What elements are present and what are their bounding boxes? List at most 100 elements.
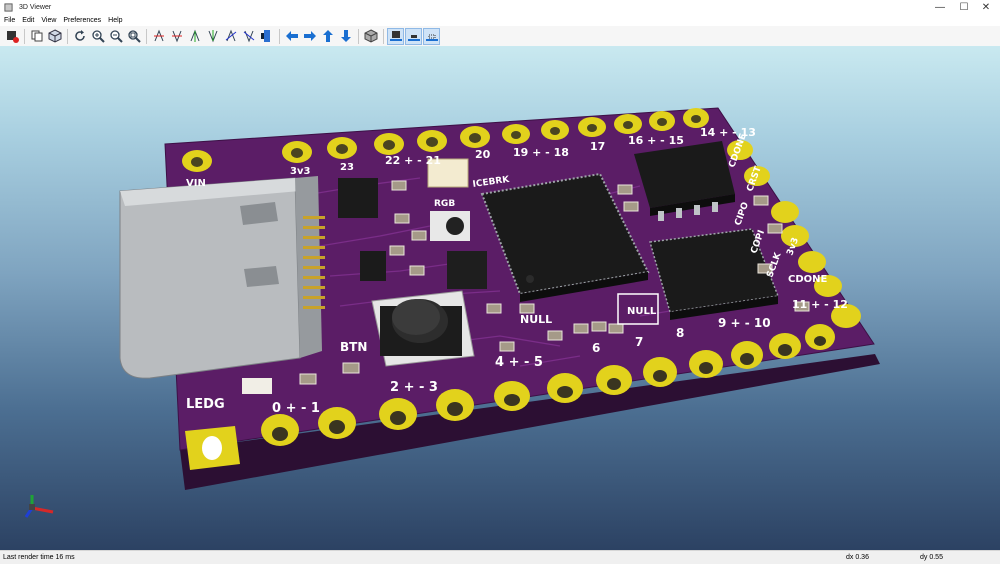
label-23: 23 xyxy=(340,162,354,173)
pan-right-button[interactable] xyxy=(301,28,318,45)
label-4-5: 4 + - 5 xyxy=(495,355,543,370)
rotate-z-cw-button[interactable] xyxy=(222,28,239,45)
diode xyxy=(360,251,386,281)
pcb-3d-model[interactable]: VIN 3v3 23 22 + - 21 20 19 + - 18 17 16 … xyxy=(0,46,1000,550)
pan-left-button[interactable] xyxy=(283,28,300,45)
label-rgb: RGB xyxy=(434,199,455,209)
rotate-x-ccw-button[interactable] xyxy=(168,28,185,45)
label-3v3-top: 3v3 xyxy=(290,166,310,177)
pan-left-icon xyxy=(285,31,298,41)
top-pin-row xyxy=(182,108,709,172)
rotate-z-ccw-button[interactable] xyxy=(240,28,257,45)
menu-preferences[interactable]: Preferences xyxy=(63,17,102,24)
rotate-x-ccw-icon xyxy=(171,30,182,43)
flip-board-button[interactable] xyxy=(258,28,275,45)
label-btn: BTN xyxy=(340,340,367,354)
rotate-y-ccw-button[interactable] xyxy=(204,28,221,45)
rgb-led xyxy=(430,211,470,241)
label-cdone: CDONE xyxy=(788,274,828,285)
crystal xyxy=(427,158,469,188)
status-bar: Last render time 16 ms dx 0.36 dy 0.55 xyxy=(0,550,1000,564)
rotate-y-ccw-icon xyxy=(208,30,217,43)
label-2-3: 2 + - 3 xyxy=(390,380,438,395)
copy-button[interactable] xyxy=(28,28,45,45)
rotate-x-cw-button[interactable] xyxy=(150,28,167,45)
ram-chip xyxy=(649,228,780,320)
raytrace-icon xyxy=(48,29,61,43)
3d-viewport[interactable]: VIN 3v3 23 22 + - 21 20 19 + - 18 17 16 … xyxy=(0,46,1000,550)
toolbar xyxy=(0,26,1000,47)
tactile-button xyxy=(371,290,475,367)
pan-down-icon xyxy=(340,30,351,42)
app-icon xyxy=(4,3,13,12)
minimize-button[interactable]: — xyxy=(935,2,945,13)
rotate-z-cw-icon xyxy=(225,29,236,42)
zoom-fit-icon xyxy=(127,30,141,43)
window-title: 3D Viewer xyxy=(19,4,52,11)
label-16-15: 16 + - 15 xyxy=(628,134,684,147)
title-bar: 3D Viewer — ☐ ✕ xyxy=(0,0,1000,15)
axes-gizmo xyxy=(24,495,54,518)
pan-up-icon xyxy=(322,30,333,42)
label-7: 7 xyxy=(635,335,643,349)
rotate-z-ccw-icon xyxy=(243,30,254,43)
fpga-chip xyxy=(480,172,650,302)
menu-view[interactable]: View xyxy=(41,17,57,24)
label-6: 6 xyxy=(592,341,600,355)
regulator-chip xyxy=(338,178,378,218)
flip-board-icon xyxy=(260,30,270,42)
label-17: 17 xyxy=(590,140,605,153)
label-null-box: NULL xyxy=(627,306,657,317)
usb-c-connector xyxy=(119,176,325,379)
pan-up-button[interactable] xyxy=(319,28,336,45)
rotate-y-cw-icon xyxy=(190,29,199,42)
raytrace-button[interactable] xyxy=(46,28,63,45)
label-8: 8 xyxy=(676,326,684,340)
show-tht-icon xyxy=(389,31,402,41)
zoom-out-icon xyxy=(109,30,123,43)
flash-chip xyxy=(634,141,735,221)
oscillator xyxy=(447,251,487,289)
label-11-12: 11 + - 12 xyxy=(792,298,848,311)
show-smd-icon xyxy=(407,35,420,41)
passive-components xyxy=(242,180,810,394)
reload-button[interactable] xyxy=(71,28,88,45)
menu-edit[interactable]: Edit xyxy=(22,17,35,24)
orthographic-button[interactable] xyxy=(362,28,379,45)
show-virtual-icon xyxy=(425,34,438,41)
label-20: 20 xyxy=(475,148,491,161)
label-9-10: 9 + - 10 xyxy=(718,316,771,330)
render-button[interactable] xyxy=(3,28,20,45)
copy-icon xyxy=(31,30,42,42)
dy-readout: dy 0.55 xyxy=(920,554,943,561)
show-smd-button[interactable] xyxy=(405,27,422,45)
zoom-out-button[interactable] xyxy=(107,28,124,45)
close-button[interactable]: ✕ xyxy=(981,2,991,13)
menu-file[interactable]: File xyxy=(4,17,16,24)
label-vin: VIN xyxy=(186,178,206,189)
label-0-1: 0 + - 1 xyxy=(272,401,320,416)
dx-readout: dx 0.36 xyxy=(846,554,869,561)
led-green xyxy=(242,378,272,394)
maximize-button[interactable]: ☐ xyxy=(959,2,969,13)
show-tht-button[interactable] xyxy=(387,27,404,45)
menu-help[interactable]: Help xyxy=(108,17,123,24)
zoom-fit-button[interactable] xyxy=(125,28,142,45)
show-virtual-button[interactable] xyxy=(423,27,440,45)
zoom-in-button[interactable] xyxy=(89,28,106,45)
right-pin-row xyxy=(727,140,861,328)
zoom-in-icon xyxy=(91,30,105,43)
label-14-13: 14 + - 13 xyxy=(700,126,756,139)
orthographic-icon xyxy=(364,29,377,43)
rotate-x-cw-icon xyxy=(153,29,164,42)
label-22-21: 22 + - 21 xyxy=(385,154,441,167)
reload-icon xyxy=(74,30,85,41)
label-null-left: NULL xyxy=(520,313,552,326)
label-ledg: LEDG xyxy=(186,397,225,412)
render-time-status: Last render time 16 ms xyxy=(3,554,75,561)
pan-right-icon xyxy=(303,31,316,41)
render-icon xyxy=(6,31,19,43)
menu-bar: File Edit View Preferences Help xyxy=(0,15,1000,26)
pan-down-button[interactable] xyxy=(337,28,354,45)
rotate-y-cw-button[interactable] xyxy=(186,28,203,45)
